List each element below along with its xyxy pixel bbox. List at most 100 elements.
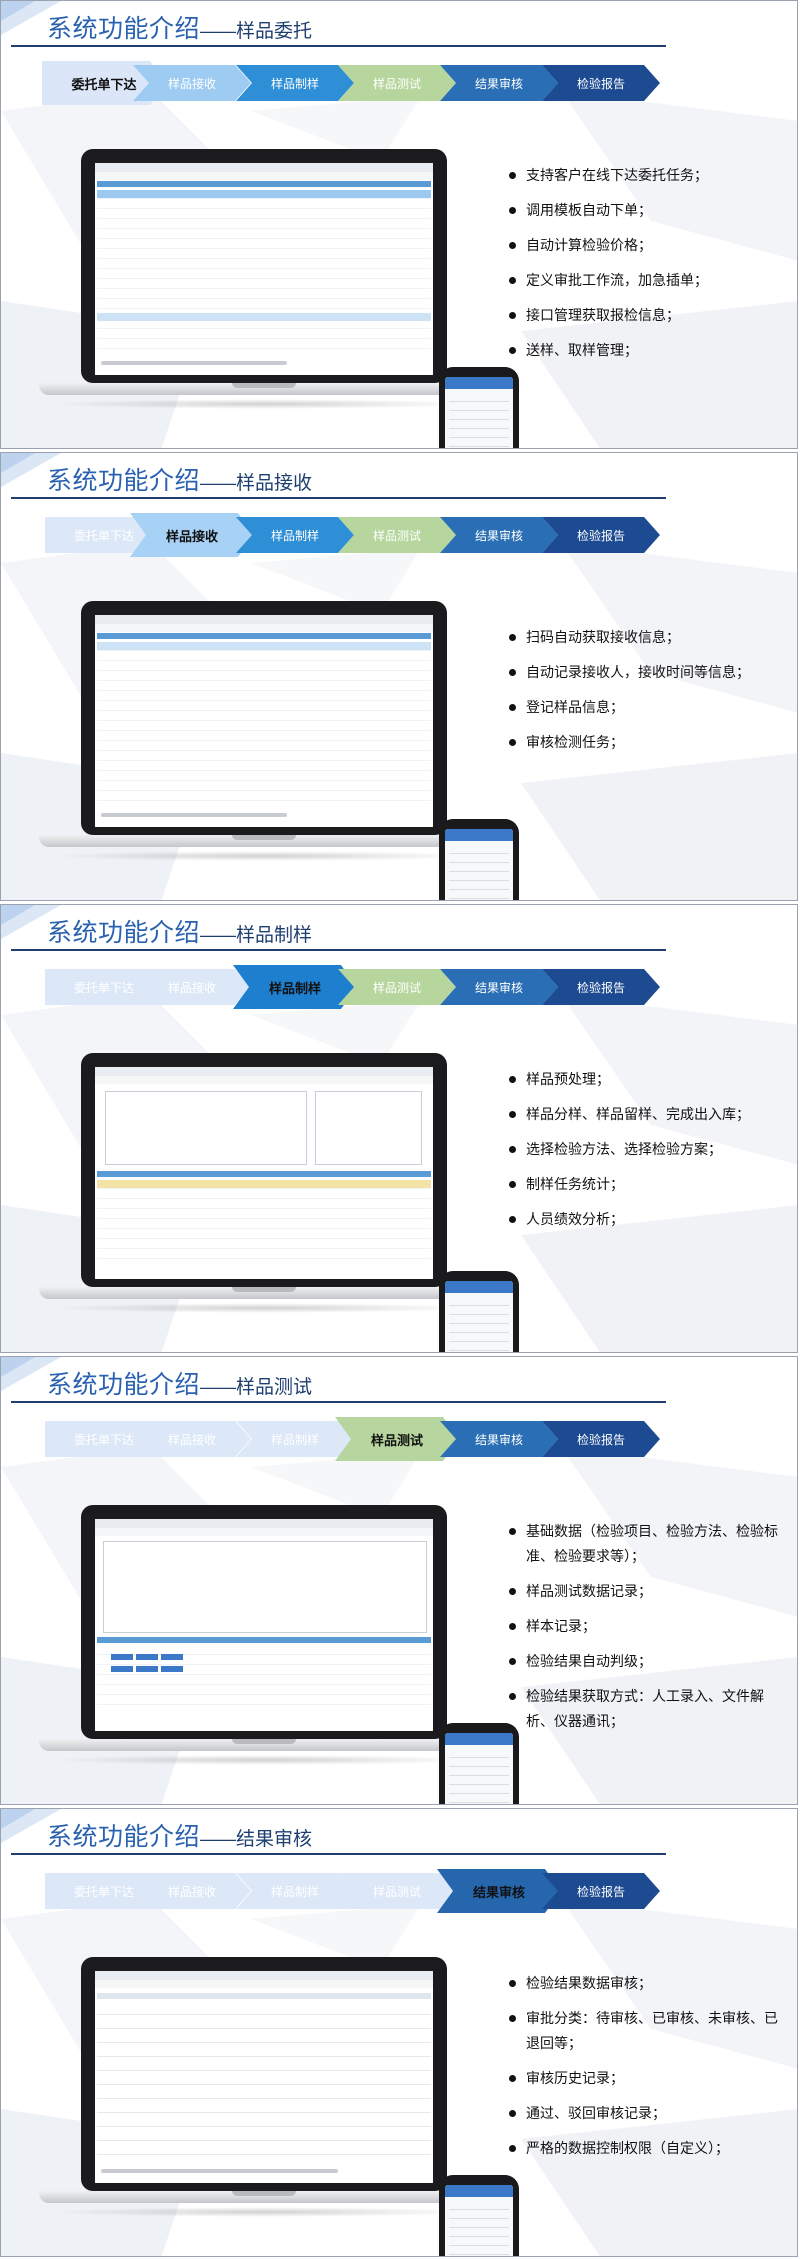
feature-item: 样品测试数据记录； — [509, 1579, 779, 1604]
slide-title: 系统功能介绍——样品委托 — [47, 9, 312, 45]
step-2[interactable]: 样品接收 — [133, 1873, 251, 1909]
title-underline — [11, 497, 666, 499]
selected-row[interactable] — [97, 190, 431, 198]
laptop-screen — [95, 1067, 433, 1279]
laptop-shadow — [49, 851, 479, 861]
step-3[interactable]: 样品制样 — [233, 965, 357, 1009]
step-5[interactable]: 结果审核 — [440, 1421, 558, 1457]
laptop-base — [39, 2191, 489, 2203]
process-steps: 委托单下达样品接收样品制样样品测试结果审核检验报告 — [45, 517, 705, 553]
horizontal-scrollbar[interactable] — [101, 813, 287, 817]
step-3[interactable]: 样品制样 — [236, 65, 354, 101]
step-6[interactable]: 检验报告 — [542, 1421, 660, 1457]
action-buttons-2[interactable] — [111, 1659, 186, 1677]
feature-item: 支持客户在线下达委托任务； — [509, 163, 779, 188]
phone-screen — [445, 2185, 513, 2256]
step-4[interactable]: 样品测试 — [338, 65, 456, 101]
phone-form-lines[interactable] — [449, 393, 509, 448]
step-6[interactable]: 检验报告 — [542, 65, 660, 101]
step-5[interactable]: 结果审核 — [440, 969, 558, 1005]
step-2[interactable]: 样品接收 — [130, 513, 254, 557]
title-dash: —— — [200, 1829, 237, 1849]
phone-screen — [445, 377, 513, 448]
slide: 系统功能介绍——样品制样委托单下达样品接收样品制样样品测试结果审核检验报告 样品… — [0, 904, 798, 1353]
title-sub: 样品委托 — [236, 21, 313, 42]
title-sub: 样品接收 — [236, 473, 313, 494]
step-3[interactable]: 样品制样 — [236, 517, 354, 553]
table-rows[interactable] — [97, 189, 431, 357]
table-header — [97, 181, 431, 187]
action-buttons[interactable] — [111, 1647, 186, 1665]
feature-list: 样品预处理；样品分样、样品留样、完成出入库；选择检验方法、选择检验方案；制样任务… — [509, 1067, 779, 1242]
laptop-notch — [232, 383, 296, 388]
selected-row[interactable] — [97, 1180, 431, 1188]
feature-list: 基础数据（检验项目、检验方法、检验标准、检验要求等）；样品测试数据记录；样本记录… — [509, 1519, 779, 1744]
app-toolbar[interactable] — [95, 172, 433, 180]
step-4[interactable]: 样品测试 — [335, 1417, 459, 1461]
title-main: 系统功能介绍 — [47, 1823, 201, 1851]
title-underline — [11, 1853, 666, 1855]
step-2[interactable]: 样品接收 — [133, 65, 251, 101]
app-toolbar[interactable] — [95, 1528, 433, 1536]
step-4[interactable]: 样品测试 — [338, 1873, 456, 1909]
step-2[interactable]: 样品接收 — [133, 969, 251, 1005]
laptop-screen — [95, 1971, 433, 2183]
horizontal-scrollbar[interactable] — [101, 361, 287, 365]
phone-form-lines[interactable] — [449, 845, 509, 900]
title-main: 系统功能介绍 — [47, 1371, 201, 1399]
laptop-notch — [232, 2191, 296, 2196]
step-3[interactable]: 样品制样 — [236, 1873, 354, 1909]
slide: 系统功能介绍——样品测试委托单下达样品接收样品制样样品测试结果审核检验报告 基础… — [0, 1356, 798, 1805]
table-rows[interactable] — [97, 2001, 431, 2165]
step-4[interactable]: 样品测试 — [338, 517, 456, 553]
test-form[interactable] — [103, 1541, 427, 1633]
detail-row[interactable] — [97, 313, 431, 321]
step-3[interactable]: 样品制样 — [236, 1421, 354, 1457]
detail-row[interactable] — [97, 642, 431, 650]
slide: 系统功能介绍——样品委托委托单下达样品接收样品制样样品测试结果审核检验报告 支持… — [0, 0, 798, 449]
app-toolbar[interactable] — [95, 1980, 433, 1988]
process-steps: 委托单下达样品接收样品制样样品测试结果审核检验报告 — [45, 65, 705, 101]
step-5[interactable]: 结果审核 — [440, 517, 558, 553]
table-rows[interactable] — [97, 641, 431, 809]
step-2[interactable]: 样品接收 — [133, 1421, 251, 1457]
feature-item: 扫码自动获取接收信息； — [509, 625, 779, 650]
feature-item: 审批分类：待审核、已审核、未审核、已退回等； — [509, 2006, 779, 2056]
step-6[interactable]: 检验报告 — [542, 517, 660, 553]
slide-title: 系统功能介绍——结果审核 — [47, 1817, 312, 1853]
laptop-shadow — [49, 1755, 479, 1765]
phone-screen — [445, 829, 513, 900]
laptop-mockup — [39, 149, 519, 448]
phone-mockup — [439, 819, 519, 900]
title-underline — [11, 949, 666, 951]
feature-item: 通过、驳回审核记录； — [509, 2101, 779, 2126]
phone-form-lines[interactable] — [449, 2201, 509, 2256]
slide-title: 系统功能介绍——样品接收 — [47, 461, 312, 497]
sample-form[interactable] — [105, 1091, 307, 1165]
app-toolbar[interactable] — [95, 1076, 433, 1084]
corner-decoration-icon — [1, 453, 61, 487]
corner-decoration-icon — [1, 1809, 61, 1843]
step-6[interactable]: 检验报告 — [542, 1873, 660, 1909]
feature-item: 检验结果获取方式：人工录入、文件解析、仪器通讯； — [509, 1684, 779, 1734]
step-6[interactable]: 检验报告 — [542, 969, 660, 1005]
laptop-mockup — [39, 1505, 519, 1804]
table-rows[interactable] — [97, 1179, 431, 1261]
feature-item: 选择检验方法、选择检验方案； — [509, 1137, 779, 1162]
sample-form-side[interactable] — [315, 1091, 422, 1165]
phone-form-lines[interactable] — [449, 1749, 509, 1804]
slide-title: 系统功能介绍——样品测试 — [47, 1365, 312, 1401]
phone-mockup — [439, 1723, 519, 1804]
step-5[interactable]: 结果审核 — [440, 65, 558, 101]
feature-item: 审核历史记录； — [509, 2066, 779, 2091]
laptop-notch — [232, 835, 296, 840]
table-header — [97, 633, 431, 639]
title-dash: —— — [200, 473, 237, 493]
step-5[interactable]: 结果审核 — [437, 1869, 561, 1913]
feature-item: 定义审批工作流，加急插单； — [509, 268, 779, 293]
horizontal-scrollbar[interactable] — [101, 2169, 338, 2173]
step-4[interactable]: 样品测试 — [338, 969, 456, 1005]
app-toolbar[interactable] — [95, 624, 433, 632]
phone-form-lines[interactable] — [449, 1297, 509, 1352]
slide: 系统功能介绍——样品接收委托单下达样品接收样品制样样品测试结果审核检验报告 扫码… — [0, 452, 798, 901]
